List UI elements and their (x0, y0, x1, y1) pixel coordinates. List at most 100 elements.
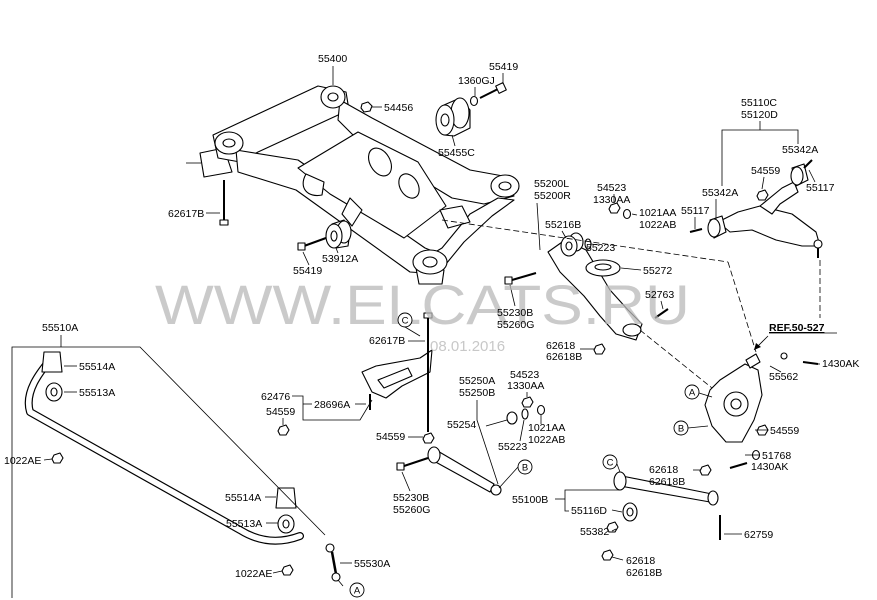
ref-arrow (753, 335, 769, 351)
part-label[interactable]: 1022AE (235, 568, 272, 580)
part-label[interactable]: 55513A (226, 518, 262, 530)
part-label[interactable]: 62476 (261, 391, 290, 403)
part-label[interactable]: 55514A (225, 492, 261, 504)
nut-62618-bottom (601, 549, 614, 561)
part-label[interactable]: 55120D (741, 109, 778, 121)
part-label[interactable]: 55200L (534, 178, 569, 190)
part-label[interactable]: 55260G (497, 319, 534, 331)
watermark-text: WWW.ELCATS.RU (155, 273, 690, 336)
part-label[interactable]: 55272 (643, 265, 672, 277)
part-label[interactable]: 55250B (459, 387, 495, 399)
subframe-mount-2 (320, 85, 346, 109)
nut-54523-lower (521, 396, 534, 408)
part-label[interactable]: 54559 (751, 165, 780, 177)
part-label[interactable]: 62618B (546, 351, 582, 363)
part-label[interactable]: 1022AB (528, 434, 565, 446)
part-label[interactable]: 55223 (498, 441, 527, 453)
part-label[interactable]: 1022AE (4, 455, 41, 467)
part-label[interactable]: 55117 (681, 205, 710, 217)
part-label[interactable]: 55530A (354, 558, 390, 570)
part-label[interactable]: 28696A (314, 399, 350, 411)
toe-link (427, 446, 502, 496)
part-label[interactable]: 62759 (744, 529, 773, 541)
callout-a-knuckle[interactable]: A (684, 384, 700, 400)
assembly-line-1 (441, 219, 729, 263)
part-label[interactable]: 51768 (762, 450, 791, 462)
lower-arm (547, 239, 643, 341)
part-label[interactable]: 55400 (318, 53, 347, 65)
bolt-55117-right (803, 159, 813, 169)
part-label[interactable]: 62618 (626, 555, 655, 567)
part-label[interactable]: 55230B (393, 492, 429, 504)
part-label[interactable]: 62618B (649, 476, 685, 488)
callout-c-upper[interactable]: C (397, 312, 413, 328)
part-label[interactable]: 1330AA (507, 380, 544, 392)
part-label[interactable]: 55117 (806, 182, 835, 194)
part-label[interactable]: 62618B (626, 567, 662, 579)
part-label[interactable]: 62617B (369, 335, 405, 347)
part-label[interactable]: 55216B (545, 219, 581, 231)
part-label[interactable]: 1021AA (639, 207, 676, 219)
nut-1022ae-left (51, 452, 64, 464)
part-label[interactable]: 54559 (770, 425, 799, 437)
bolt-1430ak-upper (802, 361, 819, 365)
part-label[interactable]: 54523 (510, 369, 539, 381)
part-label[interactable]: 55200R (534, 190, 571, 202)
part-label[interactable]: 55562 (769, 371, 798, 383)
part-label[interactable]: 53912A (322, 253, 358, 265)
part-label[interactable]: 54456 (384, 102, 413, 114)
part-label[interactable]: 55254 (447, 419, 476, 431)
nut-54456 (360, 101, 373, 113)
bolt-1430ak-lower (729, 462, 748, 469)
bolt-55419-lower (297, 237, 327, 251)
part-label[interactable]: 54523 (597, 182, 626, 194)
part-label[interactable]: 55510A (42, 322, 78, 334)
nut-54559-left (277, 424, 290, 436)
part-label[interactable]: 1430AK (751, 461, 788, 473)
part-labels: 55400 55419 1360GJ 54456 55455C 62617B 5… (4, 53, 859, 580)
washer-55254 (506, 411, 518, 425)
part-label[interactable]: 55419 (489, 61, 518, 73)
part-label[interactable]: 54559 (376, 431, 405, 443)
callout-c-link-letter: C (607, 458, 614, 469)
part-label[interactable]: 55514A (79, 361, 115, 373)
part-label[interactable]: 55342A (782, 144, 818, 156)
part-label[interactable]: 1360GJ (458, 75, 495, 87)
part-label[interactable]: 55100B (512, 494, 548, 506)
bushing-55216b (560, 232, 584, 257)
callout-c-link[interactable]: C (602, 454, 618, 470)
nut-62618-upper (593, 343, 606, 355)
callout-b-knuckle[interactable]: B (673, 420, 689, 436)
part-label[interactable]: 55260G (393, 504, 430, 516)
part-label[interactable]: 55513A (79, 387, 115, 399)
callout-a-end-link[interactable]: A (349, 582, 365, 598)
reference-link[interactable]: REF.50-527 (769, 322, 825, 334)
part-label[interactable]: 62618 (546, 340, 575, 352)
part-label[interactable]: 55230B (497, 307, 533, 319)
part-label[interactable]: 55455C (438, 147, 475, 159)
part-label[interactable]: 52763 (645, 289, 674, 301)
nut-54523-upper (608, 202, 621, 214)
bolt-55230b-upper (504, 272, 537, 285)
part-label[interactable]: 54559 (266, 406, 295, 418)
washer-55223-lower (521, 408, 529, 420)
part-label[interactable]: 1430AK (822, 358, 859, 370)
part-label[interactable]: 55250A (459, 375, 495, 387)
part-label[interactable]: 55223 (586, 242, 615, 254)
part-label[interactable]: 55116D (571, 505, 607, 517)
callout-b-toe-link[interactable]: B (517, 459, 533, 475)
part-label[interactable]: 62618 (649, 464, 678, 476)
nut-54559-bracket (422, 432, 435, 444)
upper-arm (717, 181, 823, 258)
part-label[interactable]: 62617B (168, 208, 204, 220)
part-label[interactable]: 55110C (741, 97, 777, 109)
part-label[interactable]: 55382 (580, 526, 609, 538)
clamp-55514a-right (275, 487, 297, 509)
part-label[interactable]: 55342A (702, 187, 738, 199)
washer-1021aa-upper (622, 208, 632, 220)
part-label[interactable]: 1330AA (593, 194, 630, 206)
part-label[interactable]: 1021AA (528, 422, 565, 434)
part-label[interactable]: 55419 (293, 265, 322, 277)
bolt-62617b-upper (219, 180, 229, 226)
part-label[interactable]: 1022AB (639, 219, 676, 231)
